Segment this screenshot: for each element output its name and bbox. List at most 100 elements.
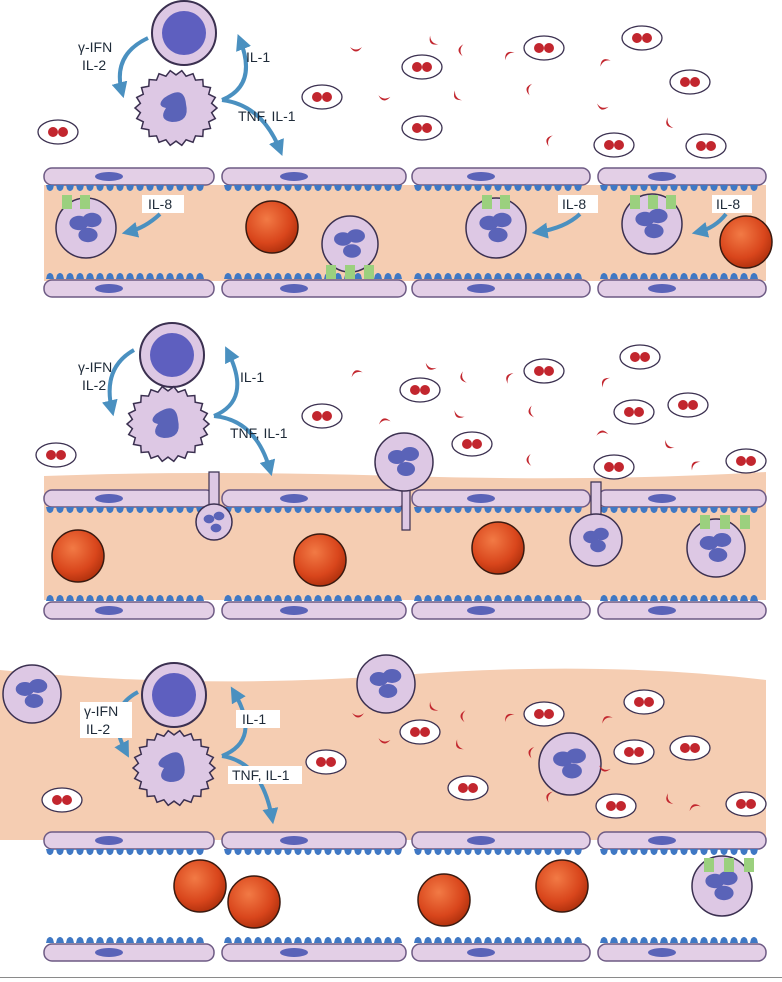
- receptor: [600, 849, 608, 855]
- receptor: [344, 507, 352, 513]
- receptor: [660, 595, 668, 601]
- receptor: [740, 273, 748, 279]
- receptor: [650, 937, 658, 943]
- receptor: [444, 937, 452, 943]
- adhesion-molecule: [364, 265, 374, 279]
- receptor: [680, 185, 688, 191]
- receptor: [56, 507, 64, 513]
- receptor: [454, 507, 462, 513]
- receptor: [670, 595, 678, 601]
- receptor: [294, 185, 302, 191]
- bacterium: [451, 431, 493, 457]
- receptor: [524, 507, 532, 513]
- receptor: [384, 185, 392, 191]
- receptor: [534, 937, 542, 943]
- endothelial-cell: [597, 167, 767, 186]
- endothelial-nucleus: [648, 494, 676, 503]
- receptor: [166, 937, 174, 943]
- receptor: [96, 595, 104, 601]
- receptor: [424, 507, 432, 513]
- receptor: [464, 849, 472, 855]
- receptor: [620, 507, 628, 513]
- endothelium-bottom: [43, 595, 767, 620]
- receptor: [700, 595, 708, 601]
- receptor: [146, 595, 154, 601]
- receptor: [464, 937, 472, 943]
- receptor: [524, 595, 532, 601]
- receptor: [334, 507, 342, 513]
- receptor: [720, 273, 728, 279]
- adhesion-molecule: [482, 195, 492, 209]
- receptor: [166, 849, 174, 855]
- label-tnf: TNF, IL-1: [232, 767, 290, 783]
- bacterial-fragment: [602, 716, 613, 724]
- endothelium-bottom: [43, 273, 767, 298]
- receptor: [740, 507, 748, 513]
- bacterial-fragment: [460, 371, 467, 383]
- bacterial-fragment: [666, 117, 674, 128]
- receptor: [314, 595, 322, 601]
- receptor: [86, 185, 94, 191]
- receptor: [680, 273, 688, 279]
- label-il2: IL-2: [82, 377, 106, 393]
- receptor: [374, 849, 382, 855]
- receptor: [274, 507, 282, 513]
- endothelial-cell: [221, 831, 407, 850]
- receptor: [574, 849, 582, 855]
- receptor: [374, 937, 382, 943]
- receptor: [660, 185, 668, 191]
- receptor: [324, 595, 332, 601]
- adhesion-molecule: [80, 195, 90, 209]
- label-tnf: TNF, IL-1: [238, 108, 296, 124]
- receptor: [574, 273, 582, 279]
- receptor: [660, 273, 668, 279]
- bacterium: [35, 442, 77, 468]
- receptor: [46, 595, 54, 601]
- adhesion-molecule: [648, 195, 658, 209]
- receptor: [116, 273, 124, 279]
- receptor: [126, 595, 134, 601]
- receptor: [126, 273, 134, 279]
- endothelial-nucleus: [648, 284, 676, 293]
- arrow-tnf: [213, 414, 276, 477]
- receptor: [474, 937, 482, 943]
- receptor: [354, 273, 362, 279]
- bacterium: [667, 392, 709, 418]
- emerging-neutrophil: [374, 432, 434, 531]
- receptor: [454, 273, 462, 279]
- receptor: [274, 849, 282, 855]
- receptor: [454, 185, 462, 191]
- receptor: [136, 185, 144, 191]
- endothelial-nucleus: [467, 284, 495, 293]
- receptor: [504, 595, 512, 601]
- receptor: [264, 937, 272, 943]
- receptor: [630, 595, 638, 601]
- receptor: [680, 507, 688, 513]
- receptor: [554, 595, 562, 601]
- arrow-ifn: [101, 348, 136, 417]
- adhesion-molecule: [666, 195, 676, 209]
- receptor: [284, 185, 292, 191]
- receptor: [444, 185, 452, 191]
- receptor: [524, 185, 532, 191]
- receptor: [374, 185, 382, 191]
- receptor: [720, 849, 728, 855]
- endothelial-nucleus: [648, 172, 676, 181]
- receptor: [474, 595, 482, 601]
- receptor: [106, 849, 114, 855]
- receptor: [274, 185, 282, 191]
- receptor: [146, 507, 154, 513]
- endothelial-cell: [411, 943, 591, 962]
- bacterial-fragment: [458, 44, 464, 57]
- receptor: [146, 937, 154, 943]
- bacterial-fragment: [526, 453, 532, 466]
- receptor: [700, 849, 708, 855]
- bacterium: [523, 701, 565, 727]
- receptor: [66, 273, 74, 279]
- red-blood-cell: [227, 875, 281, 929]
- receptor: [186, 937, 194, 943]
- receptor: [146, 849, 154, 855]
- receptor: [264, 507, 272, 513]
- receptor: [384, 849, 392, 855]
- endothelial-cell: [411, 167, 591, 186]
